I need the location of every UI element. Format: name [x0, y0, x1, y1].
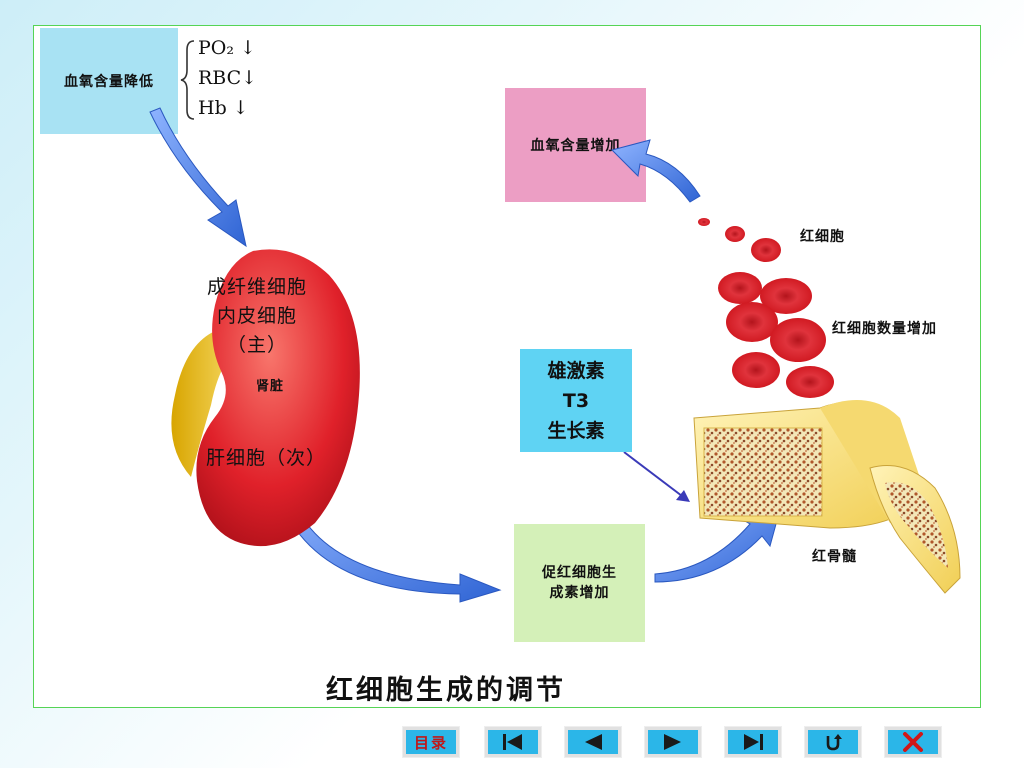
label-red-bone-marrow: 红骨髓 [812, 549, 857, 565]
nav-button-prev[interactable] [564, 726, 622, 758]
box-hormones: 雄激素 T3 生长素 [520, 349, 632, 452]
nav-button-first[interactable] [484, 726, 542, 758]
label-kidney: 肾脏 [256, 379, 285, 394]
label-red-blood-cells: 红细胞 [800, 229, 845, 245]
arrow-decrease-to-kidney [149, 107, 247, 248]
label-epo: 促红细胞生 成素增加 [542, 565, 617, 601]
first-slide-icon [503, 734, 522, 750]
box-blood-oxygen-increase: 血氧含量增加 [505, 88, 646, 202]
arrow-rbc-to-increase [611, 139, 701, 203]
slide-title: 红细胞生成的调节 [326, 675, 566, 706]
label-hb: Hb ↓ [198, 97, 249, 119]
nav-button-contents[interactable]: 目录 [402, 726, 460, 758]
label-rbc-increase: 红细胞数量增加 [832, 321, 937, 337]
return-icon [826, 734, 842, 751]
close-icon [903, 732, 923, 752]
next-slide-icon [664, 734, 681, 750]
last-slide-icon [744, 734, 763, 750]
nav-button-last[interactable] [724, 726, 782, 758]
label-kidney-cells: 成纤维细胞 内皮细胞 （主） [207, 276, 308, 356]
label-blood-oxygen-increase: 血氧含量增加 [530, 138, 621, 154]
label-hormones-line1: 雄激素 [547, 359, 605, 382]
arrow-kidney-to-epo [279, 495, 502, 603]
label-po2: PO₂ ↓ [198, 37, 256, 59]
label-hormones-line2: T3 [562, 389, 590, 412]
nav-button-close[interactable] [884, 726, 942, 758]
nav-button-return[interactable] [804, 726, 862, 758]
nav-button-next[interactable] [644, 726, 702, 758]
brace-icon [180, 40, 195, 120]
label-blood-oxygen-decrease: 血氧含量降低 [64, 74, 154, 90]
label-liver-cells: 肝细胞（次） [206, 447, 327, 469]
label-rbc: RBC↓ [198, 67, 258, 89]
contents-label: 目录 [413, 733, 448, 752]
label-hormones-line3: 生长素 [547, 419, 605, 442]
previous-slide-icon [585, 734, 602, 750]
arrow-hormones-to-marrow [623, 451, 683, 497]
box-epo-increase: 促红细胞生 成素增加 [514, 524, 645, 642]
kidney-illustration [171, 249, 360, 547]
bone-marrow-illustration [693, 400, 961, 594]
red-blood-cells-illustration [698, 218, 834, 398]
